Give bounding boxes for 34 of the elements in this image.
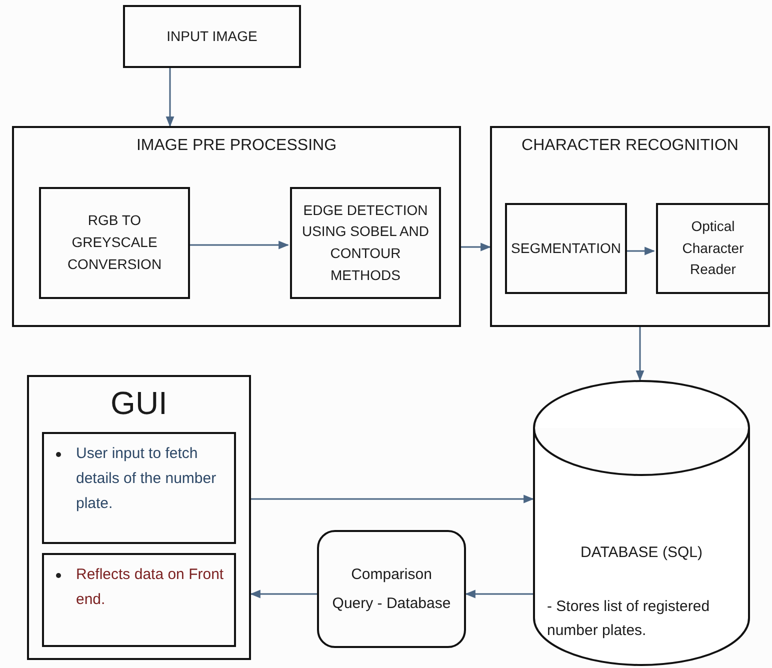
node-text: EDGE DETECTION USING SOBEL AND CONTOUR METHODS (300, 200, 430, 285)
node-text: Query - Database (332, 595, 451, 612)
group-title: IMAGE PRE PROCESSING (136, 137, 337, 155)
list-box (42, 553, 236, 647)
node-text: INPUT IMAGE (166, 26, 258, 46)
node-text: DATABASE (SQL) (580, 543, 704, 563)
arrow (166, 68, 174, 128)
node-text: SEGMENTATION (510, 238, 622, 258)
node-text: Comparison (351, 566, 432, 583)
process-box (123, 5, 301, 68)
arrow (461, 242, 492, 252)
process-box (656, 203, 770, 294)
arrow (625, 246, 656, 256)
node-text: Optical Character Reader (681, 216, 745, 280)
arrow (636, 327, 644, 382)
arrow (250, 590, 317, 598)
group-box (490, 126, 770, 327)
process-box (290, 187, 441, 299)
list-box (42, 432, 236, 544)
bullet-point: Reflects data on Front end. (54, 563, 224, 612)
process-box (39, 187, 190, 299)
process-box (505, 203, 627, 294)
arrow (251, 494, 534, 504)
rounded-box (317, 530, 466, 648)
group-title: GUI (110, 385, 168, 422)
arrow (188, 240, 290, 250)
database-cylinder (533, 380, 750, 666)
group-title: CHARACTER RECOGNITION (522, 137, 738, 155)
node-text: - Stores list of registered number plates. (546, 597, 711, 641)
gui-panel (27, 375, 251, 660)
arrow (464, 590, 533, 598)
node-text: RGB TO GREYSCALE CONVERSION (66, 211, 163, 274)
bullet-point: User input to fetch details of the number plate. (54, 442, 224, 516)
group-box (12, 126, 461, 327)
